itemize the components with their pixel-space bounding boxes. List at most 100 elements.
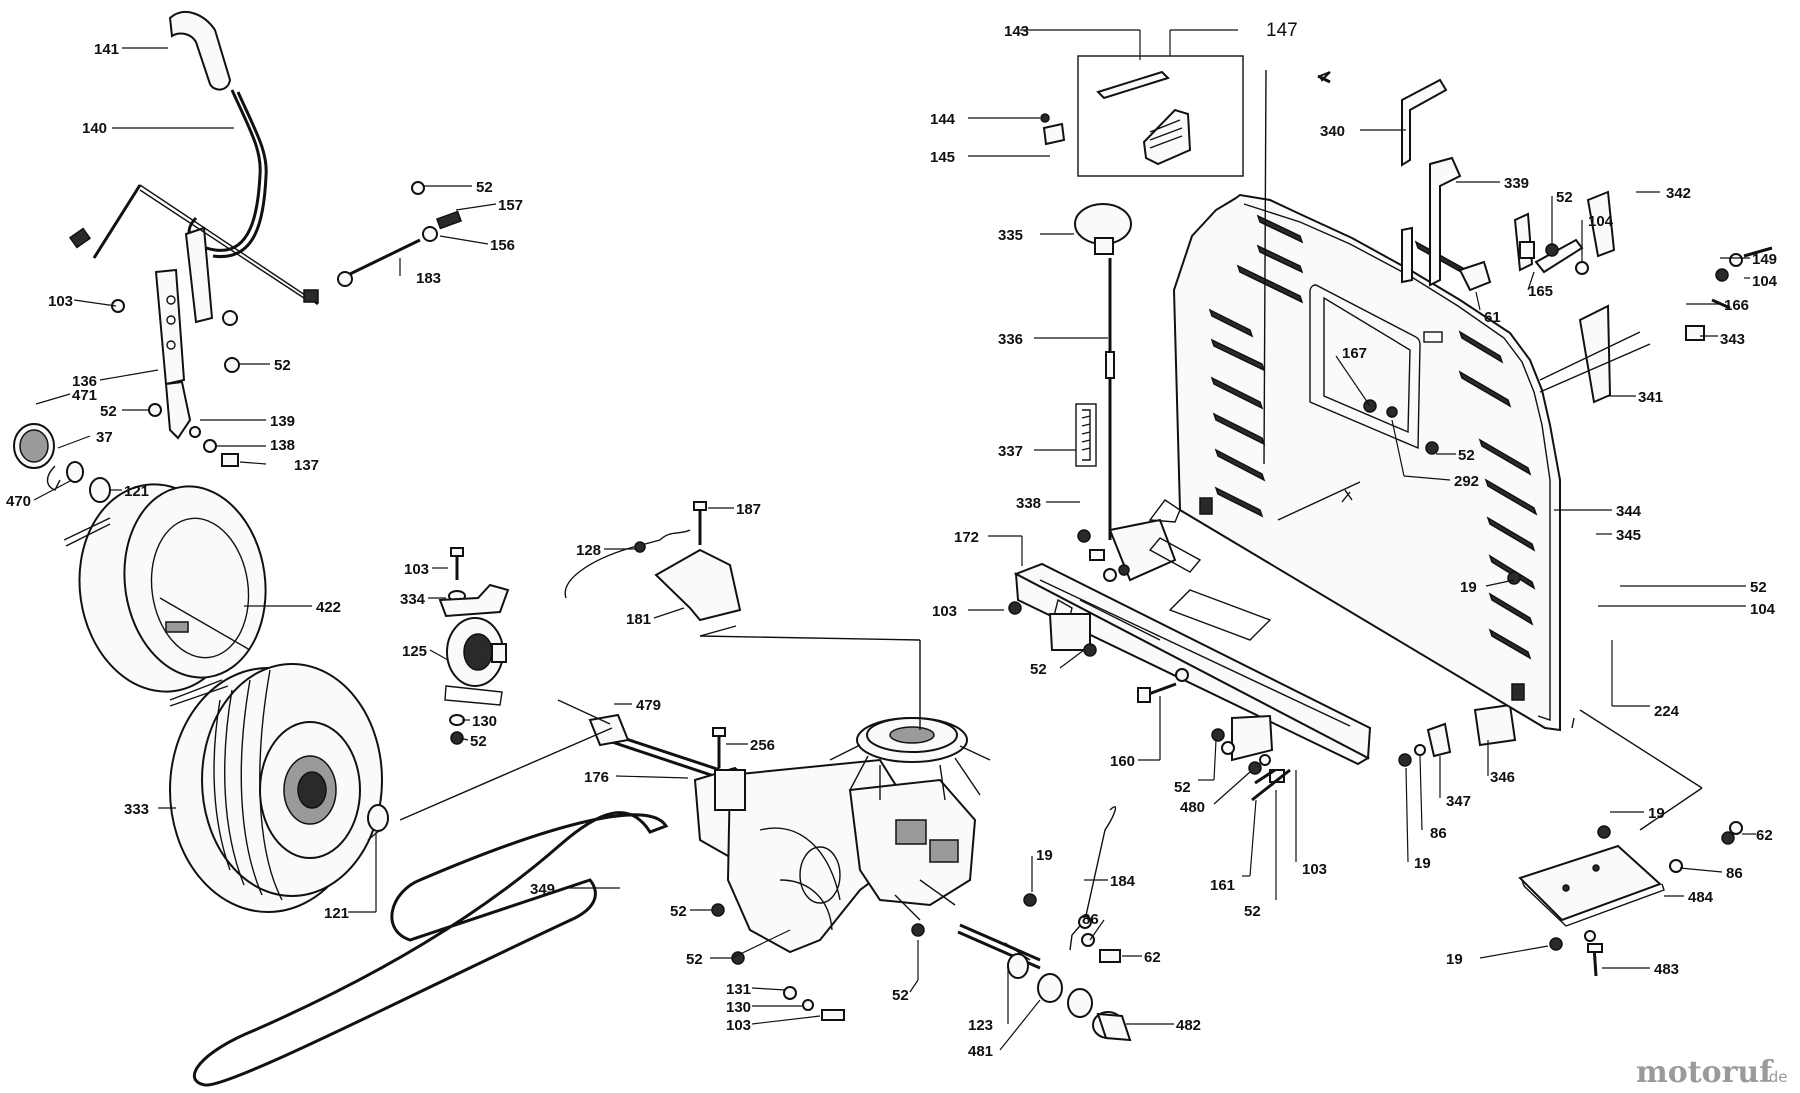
callout-172: 172 — [954, 529, 979, 546]
callout-138: 138 — [270, 437, 295, 454]
callout-136: 136 — [72, 373, 97, 390]
callout-470: 470 — [6, 493, 31, 510]
callout-52-j: 52 — [1556, 189, 1573, 206]
callout-482: 482 — [1176, 1017, 1201, 1034]
callout-422: 422 — [316, 599, 341, 616]
callout-481: 481 — [968, 1043, 993, 1060]
callout-19-c: 19 — [1460, 579, 1477, 596]
upper-brackets — [1317, 71, 1773, 404]
callout-104-b: 104 — [1752, 273, 1778, 290]
steering-lever-assembly — [68, 11, 463, 467]
callout-103-c: 103 — [726, 1017, 751, 1034]
callout-131: 131 — [726, 981, 751, 998]
callout-483: 483 — [1654, 961, 1679, 978]
callout-103: 103 — [48, 293, 73, 310]
callout-165: 165 — [1528, 283, 1553, 300]
callout-339: 339 — [1504, 175, 1529, 192]
callout-86-b: 86 — [1430, 825, 1447, 842]
callout-183: 183 — [416, 270, 441, 287]
callout-341: 341 — [1638, 389, 1663, 406]
callout-139: 139 — [270, 413, 295, 430]
callout-52-g: 52 — [1030, 661, 1047, 678]
logo-suffix: .de — [1764, 1068, 1788, 1086]
callout-340: 340 — [1320, 123, 1345, 140]
callout-471: 471 — [72, 387, 97, 404]
callout-167: 167 — [1342, 345, 1367, 362]
callout-157: 157 — [498, 197, 523, 214]
callout-160: 160 — [1110, 753, 1135, 770]
logo-word: motoruf — [1636, 1055, 1774, 1090]
callout-19-b: 19 — [1414, 855, 1431, 872]
callout-52: 52 — [100, 403, 117, 420]
callout-334: 334 — [400, 591, 426, 608]
callout-161: 161 — [1210, 877, 1235, 894]
callout-121-b: 121 — [324, 905, 349, 922]
motoruf-logo: motoruf .de — [1636, 1055, 1788, 1090]
spring-337 — [1081, 409, 1091, 461]
callout-52-top: 52 — [476, 179, 493, 196]
tie-rod — [92, 184, 142, 259]
callout-347: 347 — [1446, 793, 1471, 810]
callout-52-l: 52 — [1750, 579, 1767, 596]
callout-156: 156 — [490, 237, 515, 254]
callout-337: 337 — [998, 443, 1023, 460]
rear-panel-344 — [1172, 193, 1561, 732]
callout-292: 292 — [1454, 473, 1479, 490]
callout-52-e: 52 — [686, 951, 703, 968]
callout-144: 144 — [930, 111, 956, 128]
callout-137: 137 — [294, 457, 319, 474]
callout-181: 181 — [626, 611, 651, 628]
callout-184: 184 — [1110, 873, 1136, 890]
guide-lines — [63, 69, 1703, 841]
control-cable-128 — [564, 501, 742, 622]
inset-switch-box — [1040, 55, 1244, 177]
threaded-rod-183 — [349, 238, 421, 276]
callout-342: 342 — [1666, 185, 1691, 202]
callout-480: 480 — [1180, 799, 1205, 816]
transaxle-icon — [588, 713, 1132, 1042]
callout-103-d: 103 — [932, 603, 957, 620]
callout-479: 479 — [636, 697, 661, 714]
callout-147: 147 — [1266, 20, 1298, 41]
callout-256: 256 — [750, 737, 775, 754]
callout-52-d: 52 — [670, 903, 687, 920]
lever-plate — [184, 226, 214, 324]
callout-103-e: 103 — [1302, 861, 1327, 878]
callout-104-c: 104 — [1750, 601, 1776, 618]
callout-19-e: 19 — [1446, 951, 1463, 968]
callout-484: 484 — [1688, 889, 1714, 906]
callout-166: 166 — [1724, 297, 1749, 314]
shift-lever-assembly — [1074, 203, 1132, 543]
callout-128: 128 — [576, 542, 601, 559]
callout-224: 224 — [1654, 703, 1680, 720]
handle-grip-141 — [168, 11, 232, 91]
callout-52-h: 52 — [1174, 779, 1191, 796]
callout-104: 104 — [1588, 213, 1614, 230]
callout-37: 37 — [96, 429, 113, 446]
callout-130: 130 — [472, 713, 497, 730]
callout-187: 187 — [736, 501, 761, 518]
callout-52-c: 52 — [470, 733, 487, 750]
callout-176: 176 — [584, 769, 609, 786]
callout-141: 141 — [94, 41, 119, 58]
callout-130-b: 130 — [726, 999, 751, 1016]
callout-346: 346 — [1490, 769, 1515, 786]
callout-19-d: 19 — [1648, 805, 1665, 822]
callout-343: 343 — [1720, 331, 1745, 348]
callout-349: 349 — [530, 881, 555, 898]
callout-62: 62 — [1144, 949, 1161, 966]
callout-338: 338 — [1016, 495, 1041, 512]
callout-62-b: 62 — [1756, 827, 1773, 844]
callout-123: 123 — [968, 1017, 993, 1034]
callout-61: 61 — [1484, 309, 1501, 326]
callout-344: 344 — [1616, 503, 1642, 520]
callout-333: 333 — [124, 801, 149, 818]
bracket-left — [1048, 613, 1091, 651]
callout-143: 143 — [1004, 23, 1029, 40]
tire-wheel-icon — [78, 483, 389, 913]
pivot-bracket-136 — [154, 268, 186, 386]
ball-joint — [68, 227, 92, 249]
skid-plate-484 — [1518, 821, 1743, 977]
callout-86-c: 86 — [1726, 865, 1743, 882]
